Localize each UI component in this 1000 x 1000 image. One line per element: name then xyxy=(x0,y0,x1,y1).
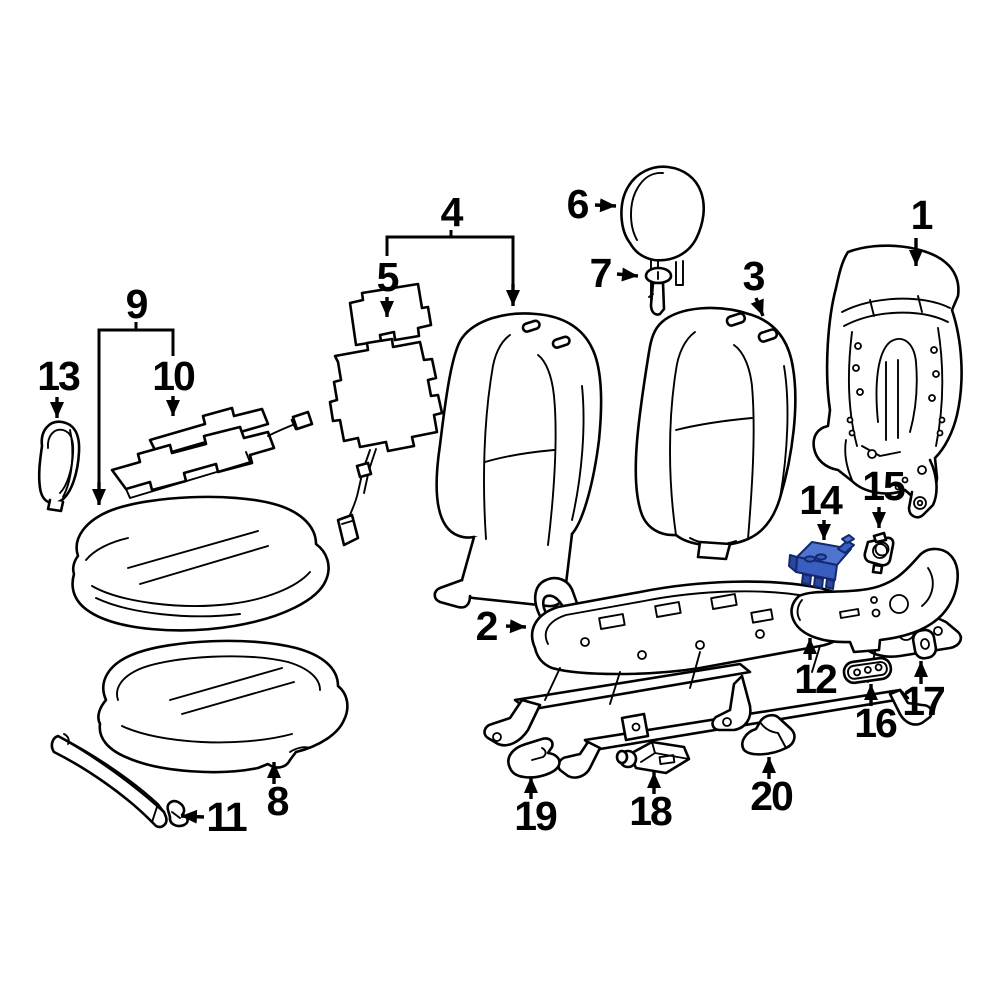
part-seat-cushion-heater xyxy=(110,406,314,499)
callout-8: 8 xyxy=(267,762,291,824)
part-track-cover-right xyxy=(741,713,796,756)
part-seat-back-frame xyxy=(812,244,963,519)
callout-label-9: 9 xyxy=(126,281,148,327)
callout-12: 12 xyxy=(794,638,839,702)
callout-18: 18 xyxy=(629,772,674,834)
callout-6: 6 xyxy=(567,181,617,227)
callout-label-3: 3 xyxy=(743,253,765,299)
callout-2: 2 xyxy=(476,603,527,649)
callout-20: 20 xyxy=(750,757,795,819)
callout-bracket-4 xyxy=(385,230,453,256)
part-seat-back-heater xyxy=(290,282,444,547)
callout-1: 1 xyxy=(909,192,935,266)
callout-arrow-2 xyxy=(505,619,527,634)
callout-3: 3 xyxy=(743,253,767,317)
callout-13: 13 xyxy=(37,353,82,418)
callout-bracket-9 xyxy=(97,322,138,482)
part-sensor-bracket xyxy=(615,740,691,775)
callout-5: 5 xyxy=(377,254,401,317)
callout-label-18: 18 xyxy=(629,788,672,834)
callout-label-19: 19 xyxy=(514,793,557,839)
callout-9: 9 xyxy=(92,281,175,505)
part-headrest-guide xyxy=(644,266,673,316)
callout-15: 15 xyxy=(862,463,907,528)
part-side-shield xyxy=(790,547,959,654)
callout-arrow-11 xyxy=(180,809,205,824)
callout-label-15: 15 xyxy=(862,463,905,509)
part-inner-cover xyxy=(37,420,81,513)
part-small-knob xyxy=(911,628,938,660)
callout-10: 10 xyxy=(152,353,197,416)
part-seat-cushion-pad xyxy=(97,639,349,774)
callout-label-10: 10 xyxy=(152,353,195,399)
callout-label-1: 1 xyxy=(911,192,933,238)
part-bezel-plate xyxy=(842,656,893,685)
callout-label-7: 7 xyxy=(590,250,611,296)
part-seat-back-cover xyxy=(433,312,603,609)
part-track-cover-left xyxy=(507,737,561,779)
callout-label-17: 17 xyxy=(902,678,944,724)
callout-17: 17 xyxy=(902,661,946,724)
callout-label-13: 13 xyxy=(37,353,80,399)
callout-label-16: 16 xyxy=(854,700,897,746)
callout-label-12: 12 xyxy=(794,656,837,702)
callout-label-11: 11 xyxy=(206,794,247,840)
callout-arrow-3 xyxy=(750,297,765,317)
callout-label-2: 2 xyxy=(476,603,498,649)
part-seat-cushion-cover xyxy=(71,495,330,632)
callout-19: 19 xyxy=(514,777,559,839)
callout-label-5: 5 xyxy=(377,254,399,300)
callout-arrow-7 xyxy=(616,267,639,282)
callout-16: 16 xyxy=(854,684,899,746)
callout-label-6: 6 xyxy=(567,181,589,227)
part-seat-back-pad xyxy=(634,306,797,561)
part-switch-knob xyxy=(863,531,895,575)
callout-14: 14 xyxy=(799,477,845,540)
callout-arrow-6 xyxy=(594,198,617,213)
callout-label-8: 8 xyxy=(267,778,289,824)
callout-4: 4 xyxy=(385,189,520,306)
callout-11: 11 xyxy=(180,794,249,840)
callout-7: 7 xyxy=(590,250,639,296)
callout-label-14: 14 xyxy=(799,477,843,523)
callout-label-20: 20 xyxy=(750,773,793,819)
part-power-seat-switch-highlighted xyxy=(788,534,855,590)
callout-label-4: 4 xyxy=(441,189,464,235)
